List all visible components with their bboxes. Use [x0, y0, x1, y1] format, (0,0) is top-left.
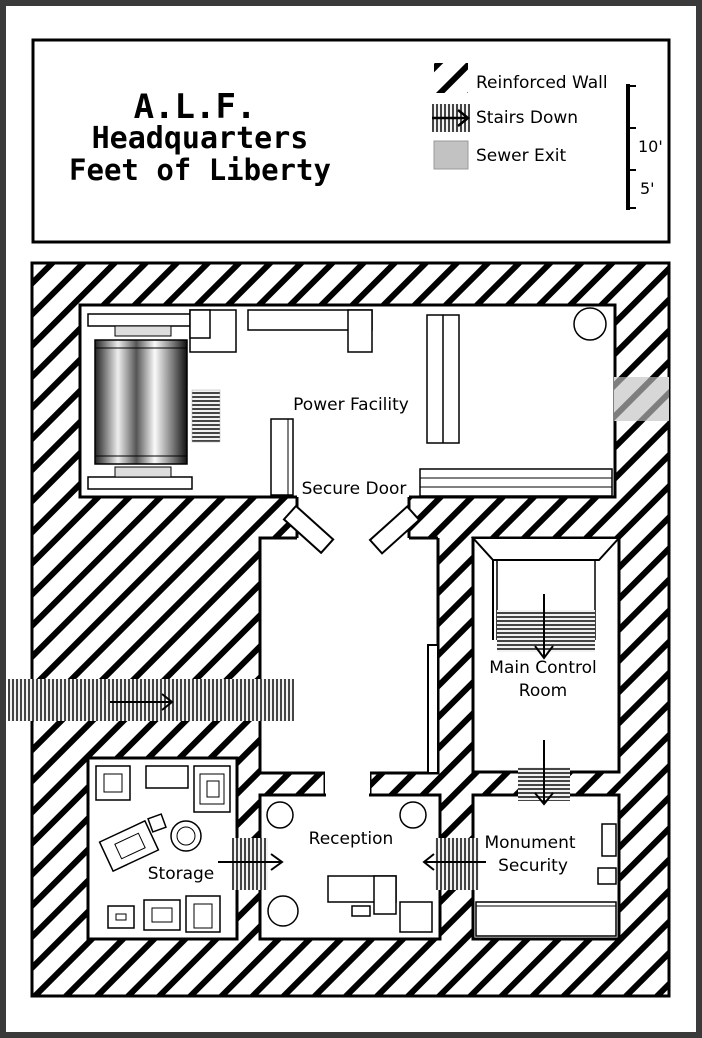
main-control-label-line2: Room — [519, 681, 567, 701]
sewer-exit-swatch — [433, 140, 469, 170]
security-stairs — [518, 740, 570, 806]
map-title-line1: A.L.F. — [134, 87, 257, 127]
scale-10ft-label: 10' — [638, 137, 663, 156]
west-entrance-stairs — [8, 679, 294, 721]
storage-reception-stairs — [218, 838, 284, 890]
central-hallway — [260, 538, 438, 773]
legend-reinforced-wall-label: Reinforced Wall — [476, 73, 608, 93]
monument-security-label-line1: Monument — [484, 833, 575, 853]
secure-door-label: Secure Door — [302, 479, 407, 499]
legend-sewer-exit-label: Sewer Exit — [476, 146, 567, 166]
reception-furniture — [266, 801, 433, 933]
power-facility-label: Power Facility — [293, 395, 409, 415]
map-title-line2: Headquarters — [92, 121, 309, 156]
main-control-label-line1: Main Control — [489, 658, 596, 678]
storage-crates — [95, 765, 231, 933]
monument-security-label-line2: Security — [498, 856, 568, 876]
legend-stairs-down-label: Stairs Down — [476, 108, 578, 128]
security-reception-stairs — [422, 838, 486, 890]
security-furniture — [475, 823, 617, 937]
generator-machine — [87, 313, 221, 490]
control-room-stairs — [497, 594, 595, 660]
reception-label: Reception — [309, 829, 394, 849]
map-area: Power Facility Secure Door Main Control … — [8, 261, 671, 998]
power-equipment — [189, 307, 613, 497]
reinforced-wall-swatch — [434, 63, 468, 93]
map-title-line3: Feet of Liberty — [69, 153, 331, 187]
scale-5ft-label: 5' — [640, 179, 655, 198]
stairs-down-icon — [432, 104, 471, 132]
storage-label: Storage — [148, 864, 215, 884]
scale-bar — [626, 84, 636, 210]
title-legend-box: A.L.F. Headquarters Feet of Liberty Rein… — [31, 38, 671, 244]
secure-door — [282, 504, 421, 555]
